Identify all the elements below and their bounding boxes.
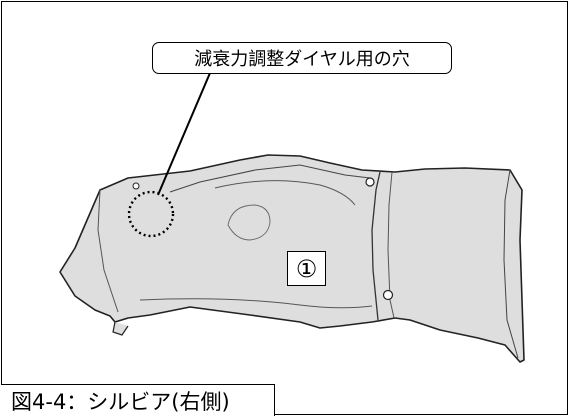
damper-hole-callout: 減衰力調整ダイヤル用の穴	[152, 42, 452, 74]
mount-hole	[132, 182, 140, 190]
inner-pocket	[227, 204, 271, 241]
figure-caption: 図4-4：シルビア(右側)	[1, 384, 275, 416]
rear-fold	[503, 169, 519, 359]
upper-contour-2	[214, 180, 356, 206]
mount-hole	[382, 289, 394, 301]
bottom-clip	[112, 321, 129, 336]
damper-dial-hole-marker	[127, 190, 175, 238]
upper-contour	[169, 164, 371, 193]
panel-seam	[371, 171, 381, 321]
part-number-label: ①	[287, 251, 326, 286]
callout-leader-line	[157, 72, 211, 196]
mount-hole	[365, 177, 375, 187]
lower-contour	[139, 298, 373, 309]
panel-seam-2	[387, 171, 395, 319]
left-fold	[97, 189, 119, 313]
